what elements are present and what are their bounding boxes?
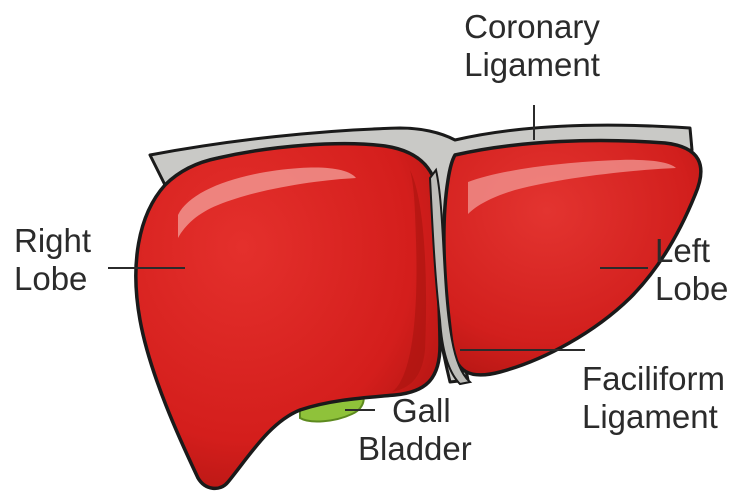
left-lobe-label-line2: Lobe xyxy=(655,270,728,308)
coronary-ligament-label-line2: Ligament xyxy=(432,46,632,84)
faciliform-ligament-label: Faciliform Ligament xyxy=(582,360,725,436)
faciliform-ligament-label-line2: Ligament xyxy=(582,398,725,436)
gall-bladder-label-line2: Bladder xyxy=(358,430,472,468)
coronary-ligament-label: Coronary Ligament xyxy=(432,8,632,84)
gall-bladder-label: Gall Bladder xyxy=(358,392,472,468)
faciliform-ligament-label-line1: Faciliform xyxy=(582,360,725,398)
gall-bladder-label-line1: Gall xyxy=(358,392,472,430)
right-lobe-label-line1: Right xyxy=(14,222,91,260)
coronary-ligament-label-line1: Coronary xyxy=(432,8,632,46)
left-lobe-label: Left Lobe xyxy=(655,232,728,308)
right-lobe-label-line2: Lobe xyxy=(14,260,91,298)
right-lobe-label: Right Lobe xyxy=(14,222,91,298)
left-lobe-label-line1: Left xyxy=(655,232,728,270)
